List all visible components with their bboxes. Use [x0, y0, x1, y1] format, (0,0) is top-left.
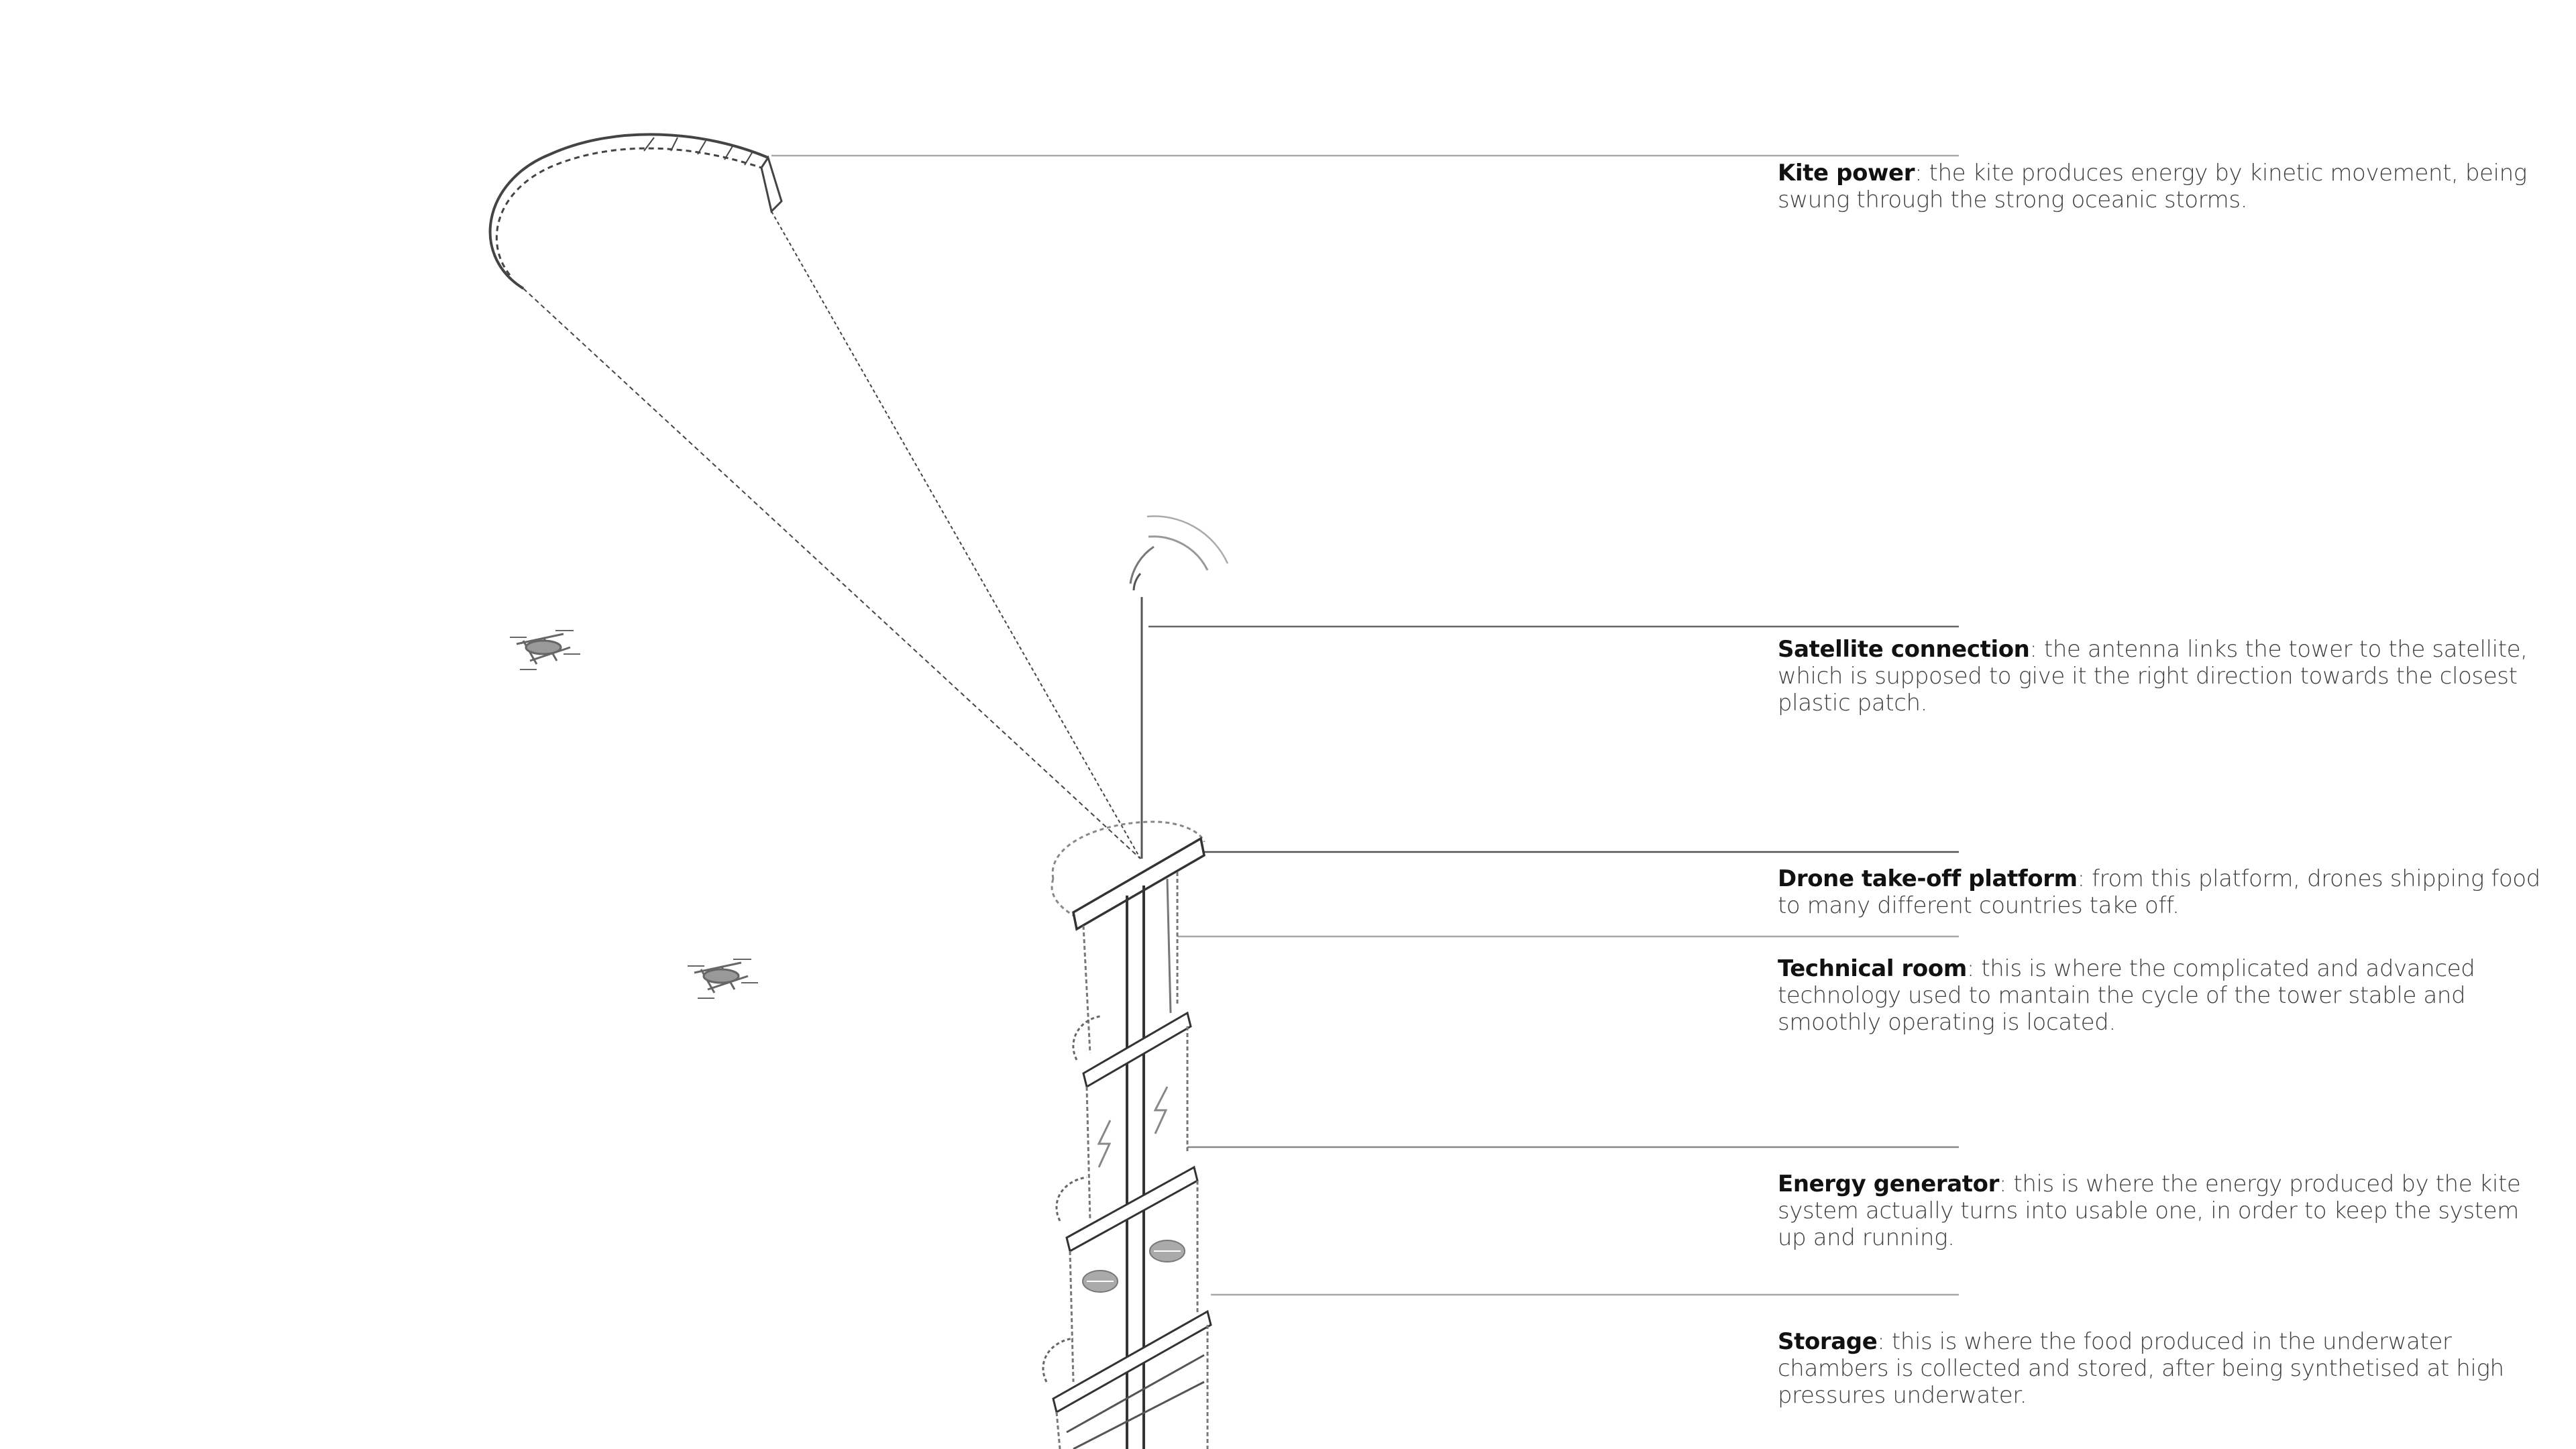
kite-icon — [488, 133, 1141, 859]
drone-icon — [688, 959, 758, 999]
annotation-kite-power: Kite power: the kite produces energy by … — [1778, 160, 2549, 213]
tower-structure — [1042, 820, 1212, 1449]
annotation-description: : this is where the food produced in the… — [1778, 1328, 2504, 1409]
annotation-term: Energy generator — [1778, 1171, 1999, 1197]
food-package-icon — [1082, 1240, 1185, 1293]
annotation-term: Kite power — [1778, 160, 1915, 186]
annotation-term: Technical room — [1778, 955, 1967, 982]
drone-icon — [510, 630, 580, 670]
annotation-description: : this is where the energy produced by t… — [1778, 1171, 2521, 1251]
annotation-term: Storage — [1778, 1328, 1878, 1355]
lightning-bolt-icon — [1097, 1086, 1169, 1168]
annotation-energy-generator: Energy generator: this is where the ener… — [1778, 1171, 2549, 1251]
annotation-description: : this is where the complicated and adva… — [1778, 955, 2475, 1036]
annotation-term: Drone take-off platform — [1778, 865, 2078, 892]
annotation-term: Satellite connection — [1778, 636, 2030, 663]
annotation-description: : from this platform, drones shipping fo… — [1778, 865, 2540, 919]
annotation-storage: Storage: this is where the food produced… — [1778, 1328, 2549, 1409]
annotation-satellite-connection: Satellite connection: the antenna links … — [1778, 636, 2549, 716]
leader-lines — [771, 154, 1959, 1296]
annotation-description: : the kite produces energy by kinetic mo… — [1778, 160, 2527, 213]
annotation-description: : the antenna links the tower to the sat… — [1778, 636, 2528, 716]
antenna-signal-icon — [1129, 515, 1229, 859]
annotation-drone-platform: Drone take-off platform: from this platf… — [1778, 865, 2549, 919]
annotation-technical-room: Technical room: this is where the compli… — [1778, 955, 2549, 1036]
